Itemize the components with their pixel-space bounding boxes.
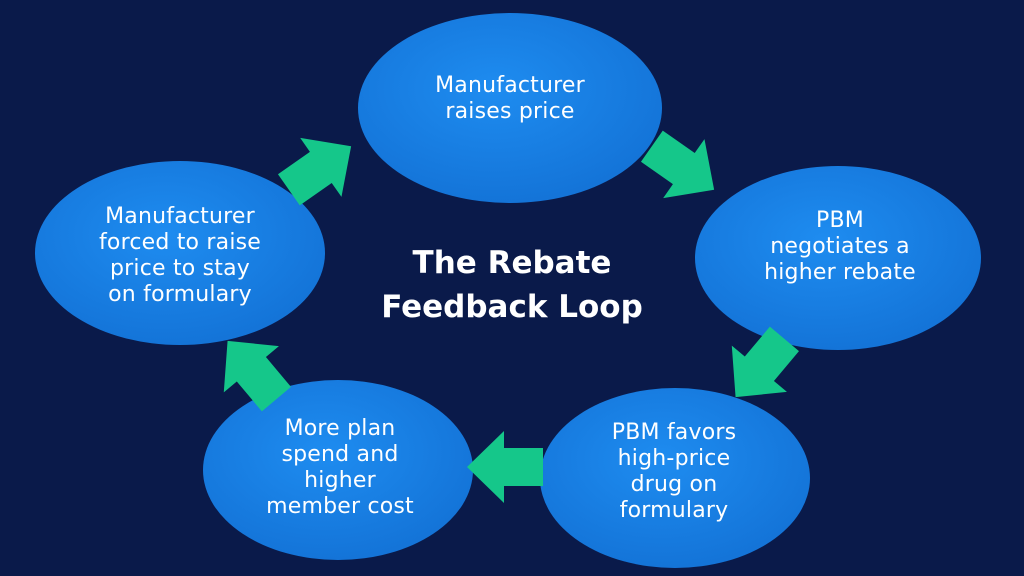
node-label-pbm-negotiates-rebate: PBM negotiates a higher rebate bbox=[764, 208, 916, 285]
diagram-title: The Rebate Feedback Loop bbox=[381, 241, 643, 329]
node-label-manufacturer-forced: Manufacturer forced to raise price to st… bbox=[98, 204, 262, 307]
node-more-plan-spend bbox=[203, 380, 473, 560]
node-manufacturer-forced bbox=[35, 161, 325, 345]
arrow-pbm-negotiates-rebate-to-pbm-favors-high-price bbox=[731, 326, 799, 398]
title-line-1: The Rebate bbox=[412, 245, 612, 281]
node-pbm-negotiates-rebate bbox=[695, 166, 981, 350]
arrow-manufacturer-forced-to-manufacturer-raises-price bbox=[277, 137, 352, 206]
node-pbm-favors-high-price bbox=[540, 388, 810, 568]
node-label-more-plan-spend: More plan spend and higher member cost bbox=[266, 416, 414, 519]
arrow-manufacturer-raises-price-to-pbm-negotiates-rebate bbox=[640, 130, 715, 199]
arrow-more-plan-spend-to-manufacturer-forced bbox=[223, 340, 291, 412]
node-label-pbm-favors-high-price: PBM favors high-price drug on formulary bbox=[611, 420, 737, 523]
node-manufacturer-raises-price bbox=[358, 13, 662, 203]
title-line-2: Feedback Loop bbox=[381, 289, 643, 325]
arrow-pbm-favors-high-price-to-more-plan-spend bbox=[467, 431, 543, 503]
node-label-manufacturer-raises-price: Manufacturer raises price bbox=[435, 73, 585, 124]
